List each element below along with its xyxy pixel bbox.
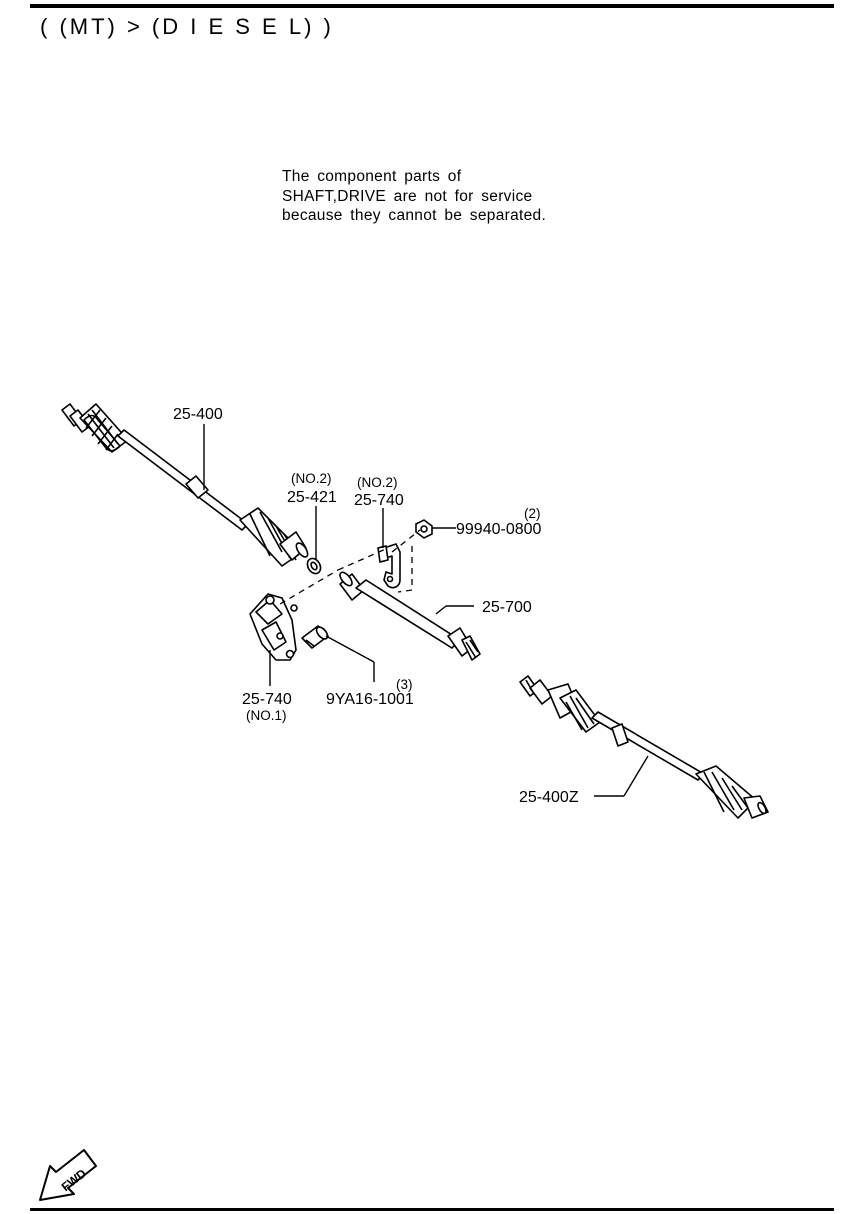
fwd-arrow-icon: FWD (39, 1149, 97, 1201)
callout-9ya16-1001-qty: (3) (396, 677, 413, 692)
mounting-bolt[interactable] (301, 625, 330, 649)
service-note-line: The component parts of (282, 168, 462, 185)
callout-99940-0800: 99940-0800 (456, 521, 542, 538)
callout-9ya16-1001: 9YA16-1001 (326, 691, 414, 708)
callout-25-421: 25-421 (287, 489, 337, 506)
callout-25-400: 25-400 (173, 406, 223, 423)
section-header: ( (MT) > (D I E S E L) ) (40, 14, 334, 39)
service-note-line: because they cannot be separated. (282, 207, 547, 224)
left-drive-shaft[interactable] (61, 403, 310, 567)
alignment-lines (279, 529, 421, 605)
callout-25-400z: 25-400Z (519, 789, 579, 806)
bottom-rule (30, 1208, 834, 1211)
callout-99940-0800-qty: (2) (524, 506, 541, 521)
callout-25-740-no1-sub: (NO.1) (246, 708, 287, 723)
top-rule (30, 4, 834, 8)
callout-25-740-no1: 25-740 (242, 691, 292, 708)
bracket-no2[interactable] (377, 543, 401, 589)
callout-25-700: 25-700 (482, 599, 532, 616)
service-note: The component parts of SHAFT,DRIVE are n… (282, 167, 546, 226)
leader-lines (203, 424, 649, 797)
callout-25-421-sub: (NO.2) (291, 471, 332, 486)
bracket-no1[interactable] (249, 593, 298, 661)
clip-ring[interactable] (305, 556, 323, 576)
callout-25-740-no2: 25-740 (354, 492, 404, 509)
service-note-line: SHAFT,DRIVE are not for service (282, 187, 533, 205)
callout-25-740-no2-sub: (NO.2) (357, 475, 398, 490)
joint-shaft[interactable] (338, 570, 481, 661)
flange-nut[interactable] (415, 519, 433, 539)
right-drive-shaft[interactable] (519, 675, 769, 819)
